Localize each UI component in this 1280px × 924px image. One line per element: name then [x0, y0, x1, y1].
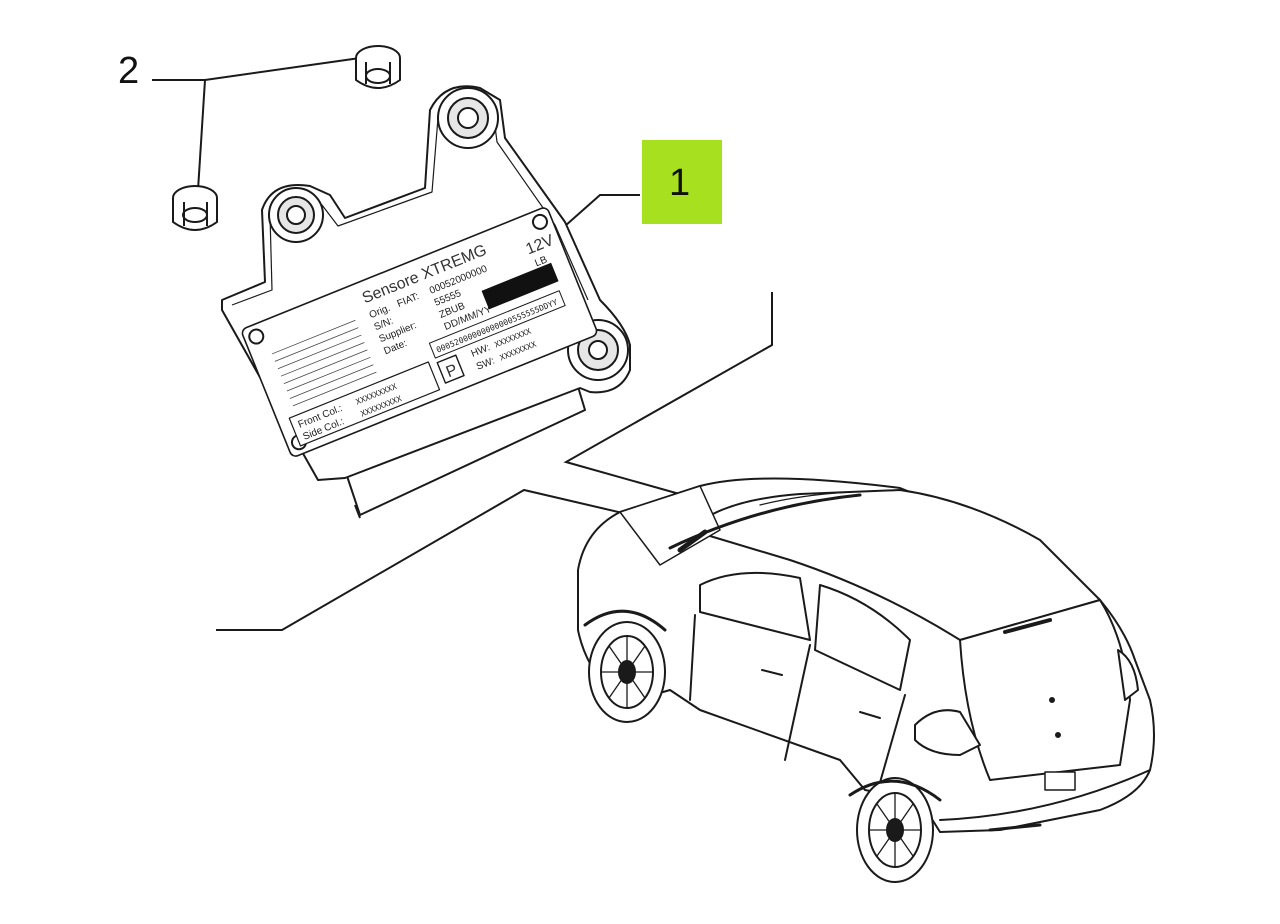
- module-label-plate: Sensore XTREMG 12V LB Orig. FIAT: 000520…: [241, 207, 598, 457]
- label-warning-text: [271, 319, 377, 407]
- car-plate-mount: [1044, 771, 1076, 791]
- label-barcode: [481, 262, 559, 310]
- car-taillight: [914, 709, 981, 756]
- module-mount-top-left: [268, 187, 324, 243]
- car-windscreen: [619, 485, 721, 566]
- car-front-door-window: [699, 571, 811, 641]
- car-rear-wheel: [856, 777, 934, 883]
- airbag-control-module: Sensore XTREMG 12V LB Orig. FIAT: 000520…: [221, 85, 631, 519]
- module-mount-top-right: [437, 87, 499, 149]
- nut-left: [172, 185, 218, 231]
- callout-number-2: 2: [118, 50, 139, 92]
- callout-1-highlight: [642, 140, 722, 224]
- leader-part-1: [564, 194, 640, 227]
- car-roof: [689, 489, 1101, 641]
- car-illustration: [577, 477, 1155, 883]
- nut-top: [355, 45, 401, 89]
- car-front-wheel: [588, 621, 666, 723]
- leader-part-2: [152, 57, 361, 81]
- callout-number-1: 1: [669, 162, 690, 204]
- car-rear-door-window: [814, 584, 911, 691]
- leader-part-2-branch: [197, 79, 206, 191]
